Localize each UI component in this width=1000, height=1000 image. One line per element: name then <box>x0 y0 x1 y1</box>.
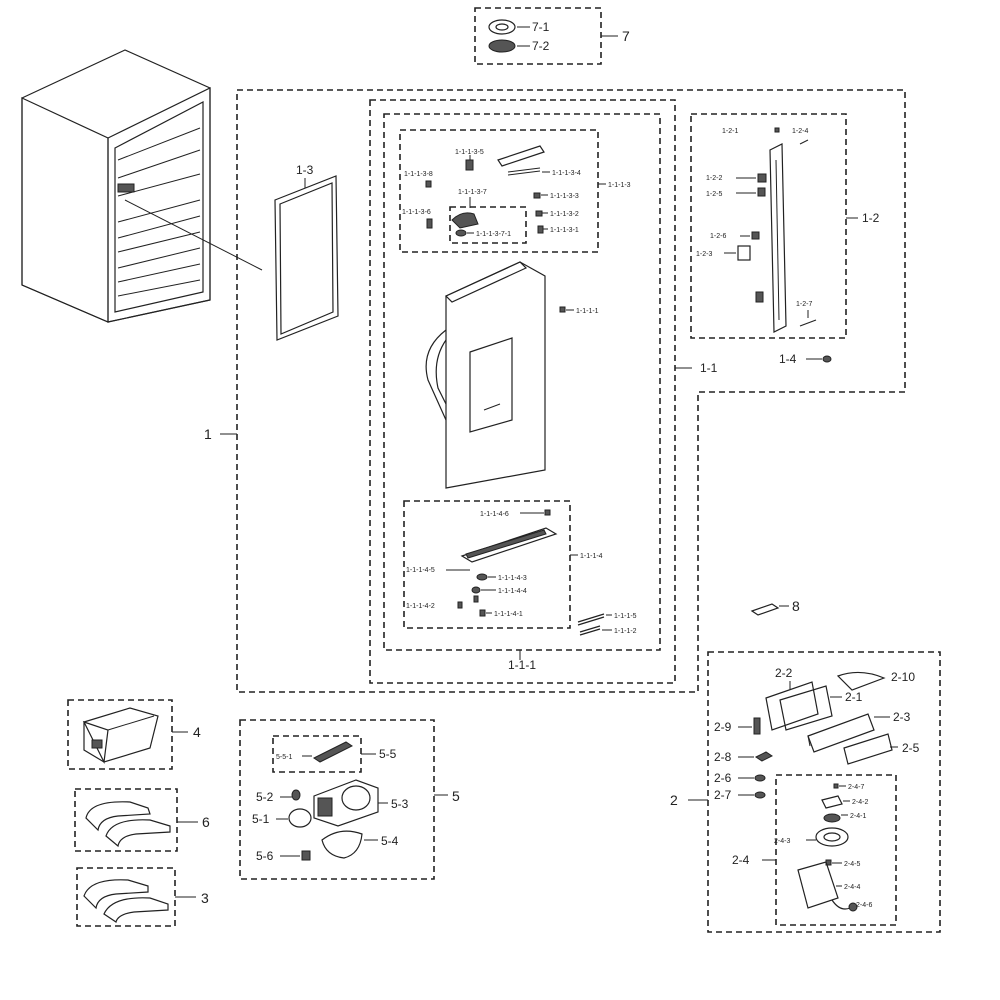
label-1-1-1-3-5: 1-1-1-3-5 <box>455 149 484 156</box>
part-1-4: 1-4 <box>779 352 832 366</box>
label-1-1-1-3-6: 1-1-1-3-6 <box>402 209 431 216</box>
label-7: 7 <box>622 28 630 44</box>
label-1-1-1-3-7-1: 1-1-1-3-7-1 <box>476 231 511 238</box>
label-2-9: 2-9 <box>714 720 732 734</box>
label-1-1-1-3-7: 1-1-1-3-7 <box>458 189 487 196</box>
label-1-1-1-3-2: 1-1-1-3-2 <box>550 211 579 218</box>
label-1-1-1-3-1: 1-1-1-3-1 <box>550 227 579 234</box>
group-1-1-1-3: 1-1-1-3 1-1-1-3-5 1-1-1-3-8 1-1-1-3-4 1-… <box>399 129 631 253</box>
group-4: 4 <box>67 699 201 770</box>
label-2-2: 2-2 <box>775 666 793 680</box>
label-1-2-3: 1-2-3 <box>696 251 712 258</box>
label-1-1-1: 1-1-1 <box>508 658 536 672</box>
label-1-1-1-4-2: 1-1-1-4-2 <box>406 603 435 610</box>
label-1-1-1-3-3: 1-1-1-3-3 <box>550 193 579 200</box>
group-1-1-1-4: 1-1-1-4 1-1-1-4-6 1-1-1-4-5 1-1-1-4-3 1-… <box>403 500 603 629</box>
label-1-1-1-4-1: 1-1-1-4-1 <box>494 611 523 618</box>
label-5-3: 5-3 <box>391 797 409 811</box>
label-2-8: 2-8 <box>714 750 732 764</box>
label-1-1-1-3-8: 1-1-1-3-8 <box>404 171 433 178</box>
box-2 <box>707 651 941 933</box>
label-5-2: 5-2 <box>256 790 274 804</box>
box-6 <box>74 788 178 852</box>
label-2-4-7: 2-4-7 <box>848 784 864 791</box>
dispenser-panel: 1-1-1-1 <box>425 261 599 489</box>
label-1-1-1-5: 1-1-1-5 <box>614 613 637 620</box>
group-5: 5 5-5-1 5-5 5-2 5-3 5-1 5-4 5-6 <box>239 719 460 880</box>
label-2-1: 2-1 <box>845 690 863 704</box>
box-3 <box>76 867 176 927</box>
group-3: 3 <box>76 867 209 927</box>
group-2-4: 2-4 2-4-7 2-4-2 2-4-1 2-4-3 2-4-5 2-4-4 … <box>732 774 897 926</box>
box-1 <box>236 89 906 693</box>
label-1-4: 1-4 <box>779 352 797 366</box>
label-1-1-1-1: 1-1-1-1 <box>576 308 599 315</box>
label-1-3: 1-3 <box>296 163 314 177</box>
label-5-1: 5-1 <box>252 812 270 826</box>
label-8: 8 <box>792 598 800 614</box>
group-1: 1 <box>204 89 906 693</box>
label-6: 6 <box>202 814 210 830</box>
label-5-5: 5-5 <box>379 747 397 761</box>
label-5-5-1: 5-5-1 <box>276 754 292 761</box>
label-3: 3 <box>201 890 209 906</box>
label-2-5: 2-5 <box>902 741 920 755</box>
label-1-1-1-2: 1-1-1-2 <box>614 628 637 635</box>
box-1-1 <box>369 99 676 684</box>
label-2-4-1: 2-4-1 <box>850 813 866 820</box>
label-5: 5 <box>452 788 460 804</box>
label-1-1-1-4-5: 1-1-1-4-5 <box>406 567 435 574</box>
label-5-4: 5-4 <box>381 834 399 848</box>
label-5-6: 5-6 <box>256 849 274 863</box>
label-1-1-1-4-4: 1-1-1-4-4 <box>498 588 527 595</box>
label-1-1-1-4-3: 1-1-1-4-3 <box>498 575 527 582</box>
refrigerator-cabinet <box>21 49 263 323</box>
label-1-2-6: 1-2-6 <box>710 233 726 240</box>
box-2-4 <box>775 774 897 926</box>
group-1-1-1: 1-1-1 <box>383 113 661 672</box>
label-1-2-4: 1-2-4 <box>792 128 808 135</box>
box-5 <box>239 719 435 880</box>
label-2: 2 <box>670 792 678 808</box>
part-8: 8 <box>750 598 800 616</box>
label-2-10: 2-10 <box>891 670 915 684</box>
label-2-4-4: 2-4-4 <box>844 884 860 891</box>
label-1-2-5: 1-2-5 <box>706 191 722 198</box>
label-2-4-6: 2-4-6 <box>856 902 872 909</box>
label-2-4-2: 2-4-2 <box>852 799 868 806</box>
group-1-2: 1-2 1-2-1 1-2-4 1-2-2 1-2-5 1-2-6 1-2-3 … <box>690 113 880 339</box>
box-7 <box>474 7 602 65</box>
group-7: 7-1 7-2 7 <box>474 7 630 65</box>
label-2-4-5: 2-4-5 <box>844 861 860 868</box>
label-1-1-1-3: 1-1-1-3 <box>608 182 631 189</box>
label-1-1-1-3-4: 1-1-1-3-4 <box>552 170 581 177</box>
label-1-2: 1-2 <box>862 211 880 225</box>
group-6: 6 <box>74 788 210 852</box>
box-1-2 <box>690 113 847 339</box>
parts-1-1-1-5-and-1-1-1-2: 1-1-1-5 1-1-1-2 <box>577 613 637 636</box>
label-2-3: 2-3 <box>893 710 911 724</box>
label-1-1-1-4: 1-1-1-4 <box>580 553 603 560</box>
box-4 <box>67 699 173 770</box>
label-4: 4 <box>193 724 201 740</box>
label-2-4-3: 2-4-3 <box>774 838 790 845</box>
door-gasket-1-3: 1-3 <box>274 163 339 341</box>
box-1-1-1 <box>383 113 661 651</box>
label-2-4: 2-4 <box>732 853 750 867</box>
label-7-1: 7-1 <box>532 20 550 34</box>
box-1-1-1-4 <box>403 500 571 629</box>
label-1: 1 <box>204 426 212 442</box>
group-1-1: 1-1 <box>369 99 718 684</box>
label-1-2-7: 1-2-7 <box>796 301 812 308</box>
label-1-2-2: 1-2-2 <box>706 175 722 182</box>
label-2-6: 2-6 <box>714 771 732 785</box>
label-1-2-1: 1-2-1 <box>722 128 738 135</box>
label-2-7: 2-7 <box>714 788 732 802</box>
label-1-1: 1-1 <box>700 361 718 375</box>
label-7-2: 7-2 <box>532 39 550 53</box>
label-1-1-1-4-6: 1-1-1-4-6 <box>480 511 509 518</box>
group-2: 2 2-2 2-1 2-10 2-3 2-5 2-9 2-8 2-6 2-7 <box>670 651 941 933</box>
